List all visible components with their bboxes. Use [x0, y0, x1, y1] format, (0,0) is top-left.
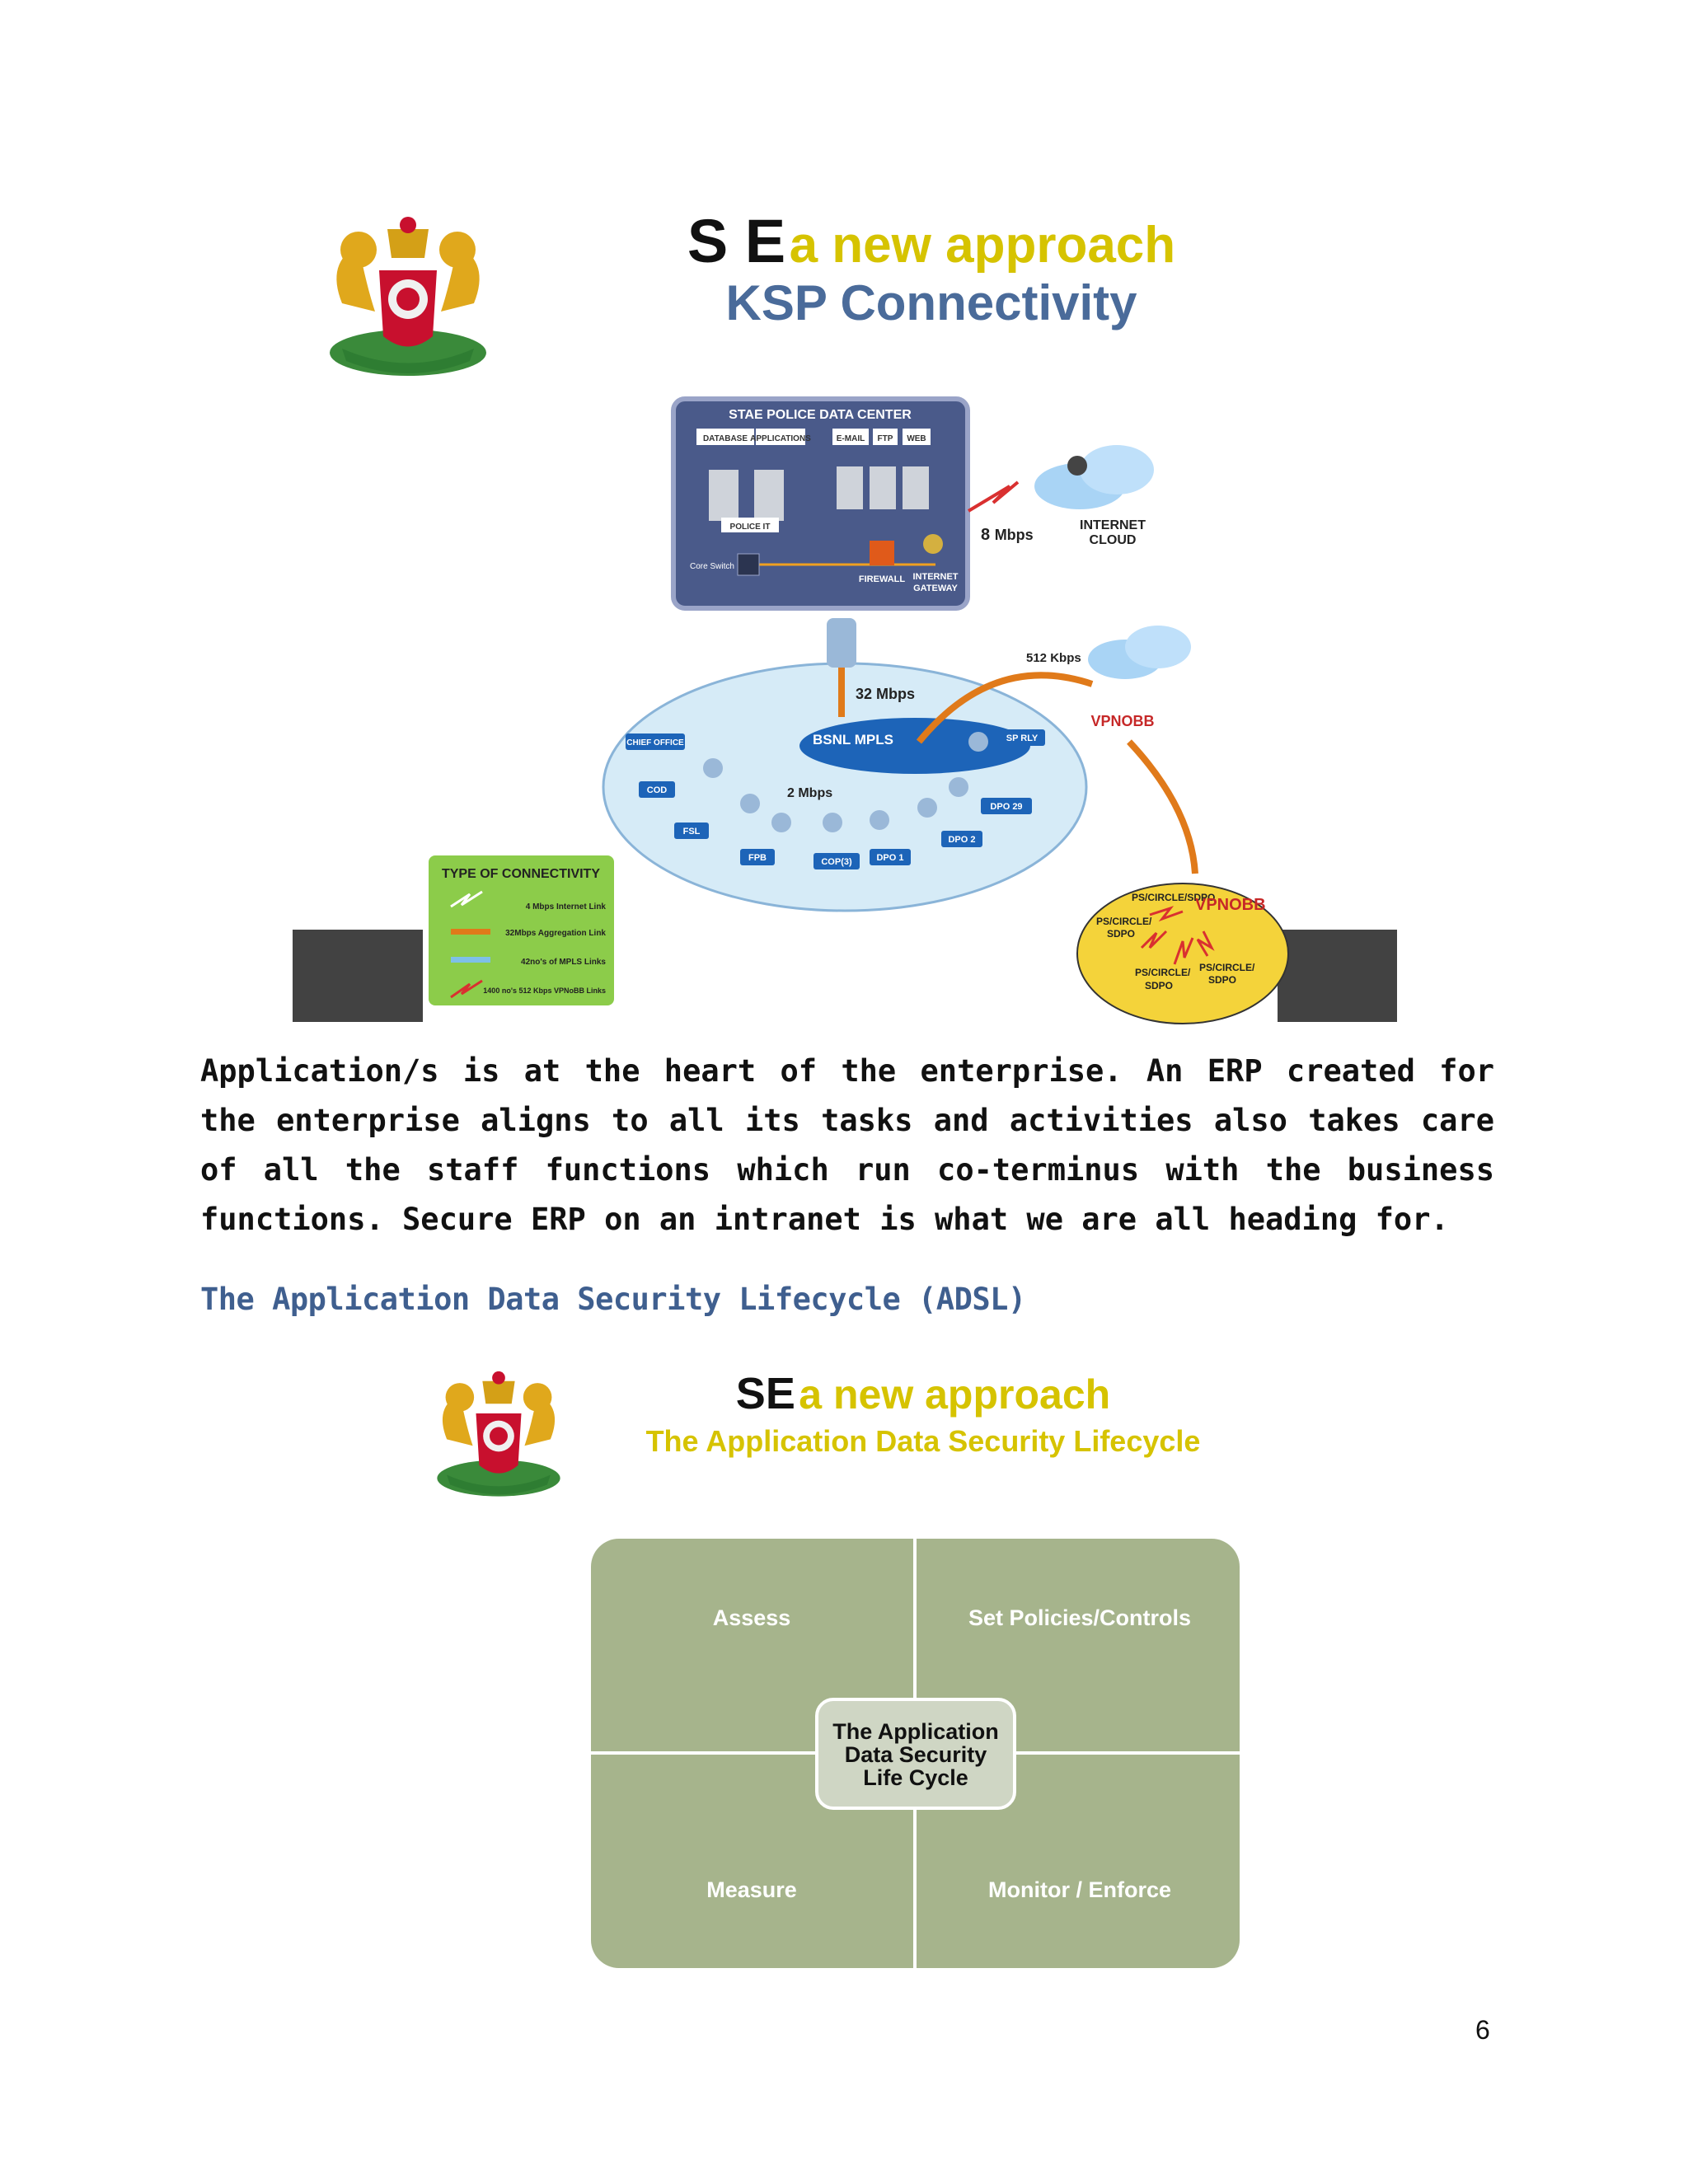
- node-label: COP(3): [821, 857, 852, 867]
- ksp-connectivity-diagram: BSNL MPLS STAE POLICE DATA CENTER DATABA…: [293, 396, 1397, 1024]
- lightning-icon: [967, 480, 1020, 513]
- node-cod: [639, 781, 675, 798]
- circle-label: SDPO: [1208, 974, 1236, 986]
- node-label: DPO 2: [948, 835, 975, 845]
- center-line: The Application: [832, 1719, 999, 1744]
- node-label: DPO 1: [876, 853, 903, 863]
- node-fpb: [740, 849, 775, 865]
- server-label: E-MAIL: [837, 434, 865, 443]
- server-icon: [870, 466, 896, 509]
- core-switch-label: Core Switch: [690, 562, 734, 571]
- server-label: DATABASE: [703, 434, 748, 443]
- legend-item: 1400 no's 512 Kbps VPNoBB Links: [483, 987, 606, 995]
- internet-globe-icon: [1067, 456, 1087, 476]
- mpls-core: [799, 718, 1030, 774]
- section1-title-rest: a new approach: [789, 217, 1176, 274]
- legend-lightning-icon: [450, 979, 483, 999]
- quadrant-set-policies: Set Policies/Controls: [968, 1605, 1191, 1630]
- speed-8-label: 8 Mbps: [981, 526, 1034, 544]
- section1-title-bold: S E: [687, 207, 786, 275]
- karnataka-emblem-icon: [437, 1371, 560, 1497]
- lifecycle-center-box: [815, 1698, 1016, 1810]
- internet-cloud-label: INTERNET: [1080, 518, 1146, 532]
- node-dpo1: [870, 849, 911, 865]
- server-icon: [754, 470, 784, 521]
- server-icon: [837, 466, 863, 509]
- node-fsl: [674, 823, 709, 839]
- vpnobb-label: VPNOBB: [1090, 713, 1154, 729]
- section2-title-bold: SE: [735, 1369, 795, 1418]
- center-line: Data Security: [845, 1742, 987, 1767]
- router-icon: [827, 618, 856, 668]
- server-icon: [709, 470, 738, 521]
- firewall-label: FIREWALL: [859, 574, 905, 584]
- server-icon: [903, 466, 929, 509]
- circle-label: PS/CIRCLE/: [1199, 962, 1255, 973]
- quadrant-assess: Assess: [713, 1605, 791, 1630]
- page-number: 6: [1475, 2015, 1490, 2045]
- circle-label: SDPO: [1145, 980, 1173, 991]
- gateway-label: INTERNET: [913, 572, 959, 582]
- node-label: FSL: [683, 827, 701, 837]
- node-chief-office: [626, 733, 685, 750]
- node-label: DPO 29: [990, 802, 1022, 812]
- dc-title: STAE POLICE DATA CENTER: [729, 408, 912, 422]
- police-it-label: POLICE IT: [730, 523, 771, 532]
- legend-lightning-icon: [450, 890, 483, 908]
- circle-label: PS/CIRCLE/: [1135, 967, 1191, 978]
- node-label: CHIEF OFFICE: [626, 738, 684, 748]
- circle-label: SDPO: [1107, 928, 1135, 940]
- right-dark-bar: [1278, 930, 1397, 1022]
- legend-title: TYPE OF CONNECTIVITY: [442, 867, 600, 881]
- firewall-icon: [870, 541, 894, 565]
- node-dpo29: [981, 798, 1032, 814]
- gateway-label: GATEWAY: [913, 583, 958, 593]
- vpnobb-circle-label: VPNOBB: [1195, 896, 1266, 914]
- section1-subtitle: KSP Connectivity: [725, 275, 1137, 330]
- gateway-icon: [923, 534, 943, 554]
- node-dpo2: [941, 831, 982, 847]
- circle-label: PS/CIRCLE/: [1096, 916, 1152, 927]
- center-line: Life Cycle: [863, 1765, 968, 1790]
- node-sp-rly: [999, 729, 1045, 746]
- legend-item: 42no's of MPLS Links: [521, 958, 606, 967]
- legend-item: 32Mbps Aggregation Link: [505, 929, 606, 938]
- server-label: WEB: [907, 434, 926, 443]
- section2-title-rest: a new approach: [799, 1371, 1111, 1418]
- mpls-nodes: CHIEF OFFICE COD FSL FPB COP(3) DPO 1 DP…: [626, 729, 1045, 869]
- node-label: COD: [647, 785, 668, 795]
- section1-title: S E a new approach: [495, 206, 1368, 276]
- speed-2-label: 2 Mbps: [787, 786, 832, 800]
- legend-box: [429, 855, 614, 1005]
- speed-512-label: 512 Kbps: [1026, 651, 1081, 665]
- section2-title: SE a new approach: [626, 1368, 1220, 1419]
- body-paragraph: Application/s is at the heart of the ent…: [200, 1053, 1494, 1237]
- quadrant-monitor: Monitor / Enforce: [988, 1877, 1171, 1902]
- adsl-heading: The Application Data Security Lifecycle …: [200, 1282, 1026, 1317]
- node-label: SP RLY: [1006, 733, 1039, 743]
- quadrant-measure: Measure: [706, 1877, 797, 1902]
- karnataka-emblem-icon: [330, 217, 486, 376]
- node-cop3: [814, 853, 860, 869]
- lifecycle-diagram: Assess Set Policies/Controls Measure Mon…: [591, 1539, 1240, 1968]
- section2-subtitle: The Application Data Security Lifecycle: [645, 1424, 1201, 1458]
- internet-cloud-label: CLOUD: [1090, 533, 1137, 547]
- left-dark-bar: [293, 930, 423, 1022]
- legend-item: 4 Mbps Internet Link: [526, 902, 607, 912]
- mpls-label: BSNL MPLS: [813, 732, 893, 748]
- circle-label: PS/CIRCLE/SDPO: [1132, 892, 1215, 903]
- node-label: FPB: [748, 853, 767, 863]
- server-label: FTP: [878, 434, 893, 443]
- server-label: APPLICATIONS: [750, 434, 811, 443]
- speed-32-label: 32 Mbps: [856, 686, 915, 702]
